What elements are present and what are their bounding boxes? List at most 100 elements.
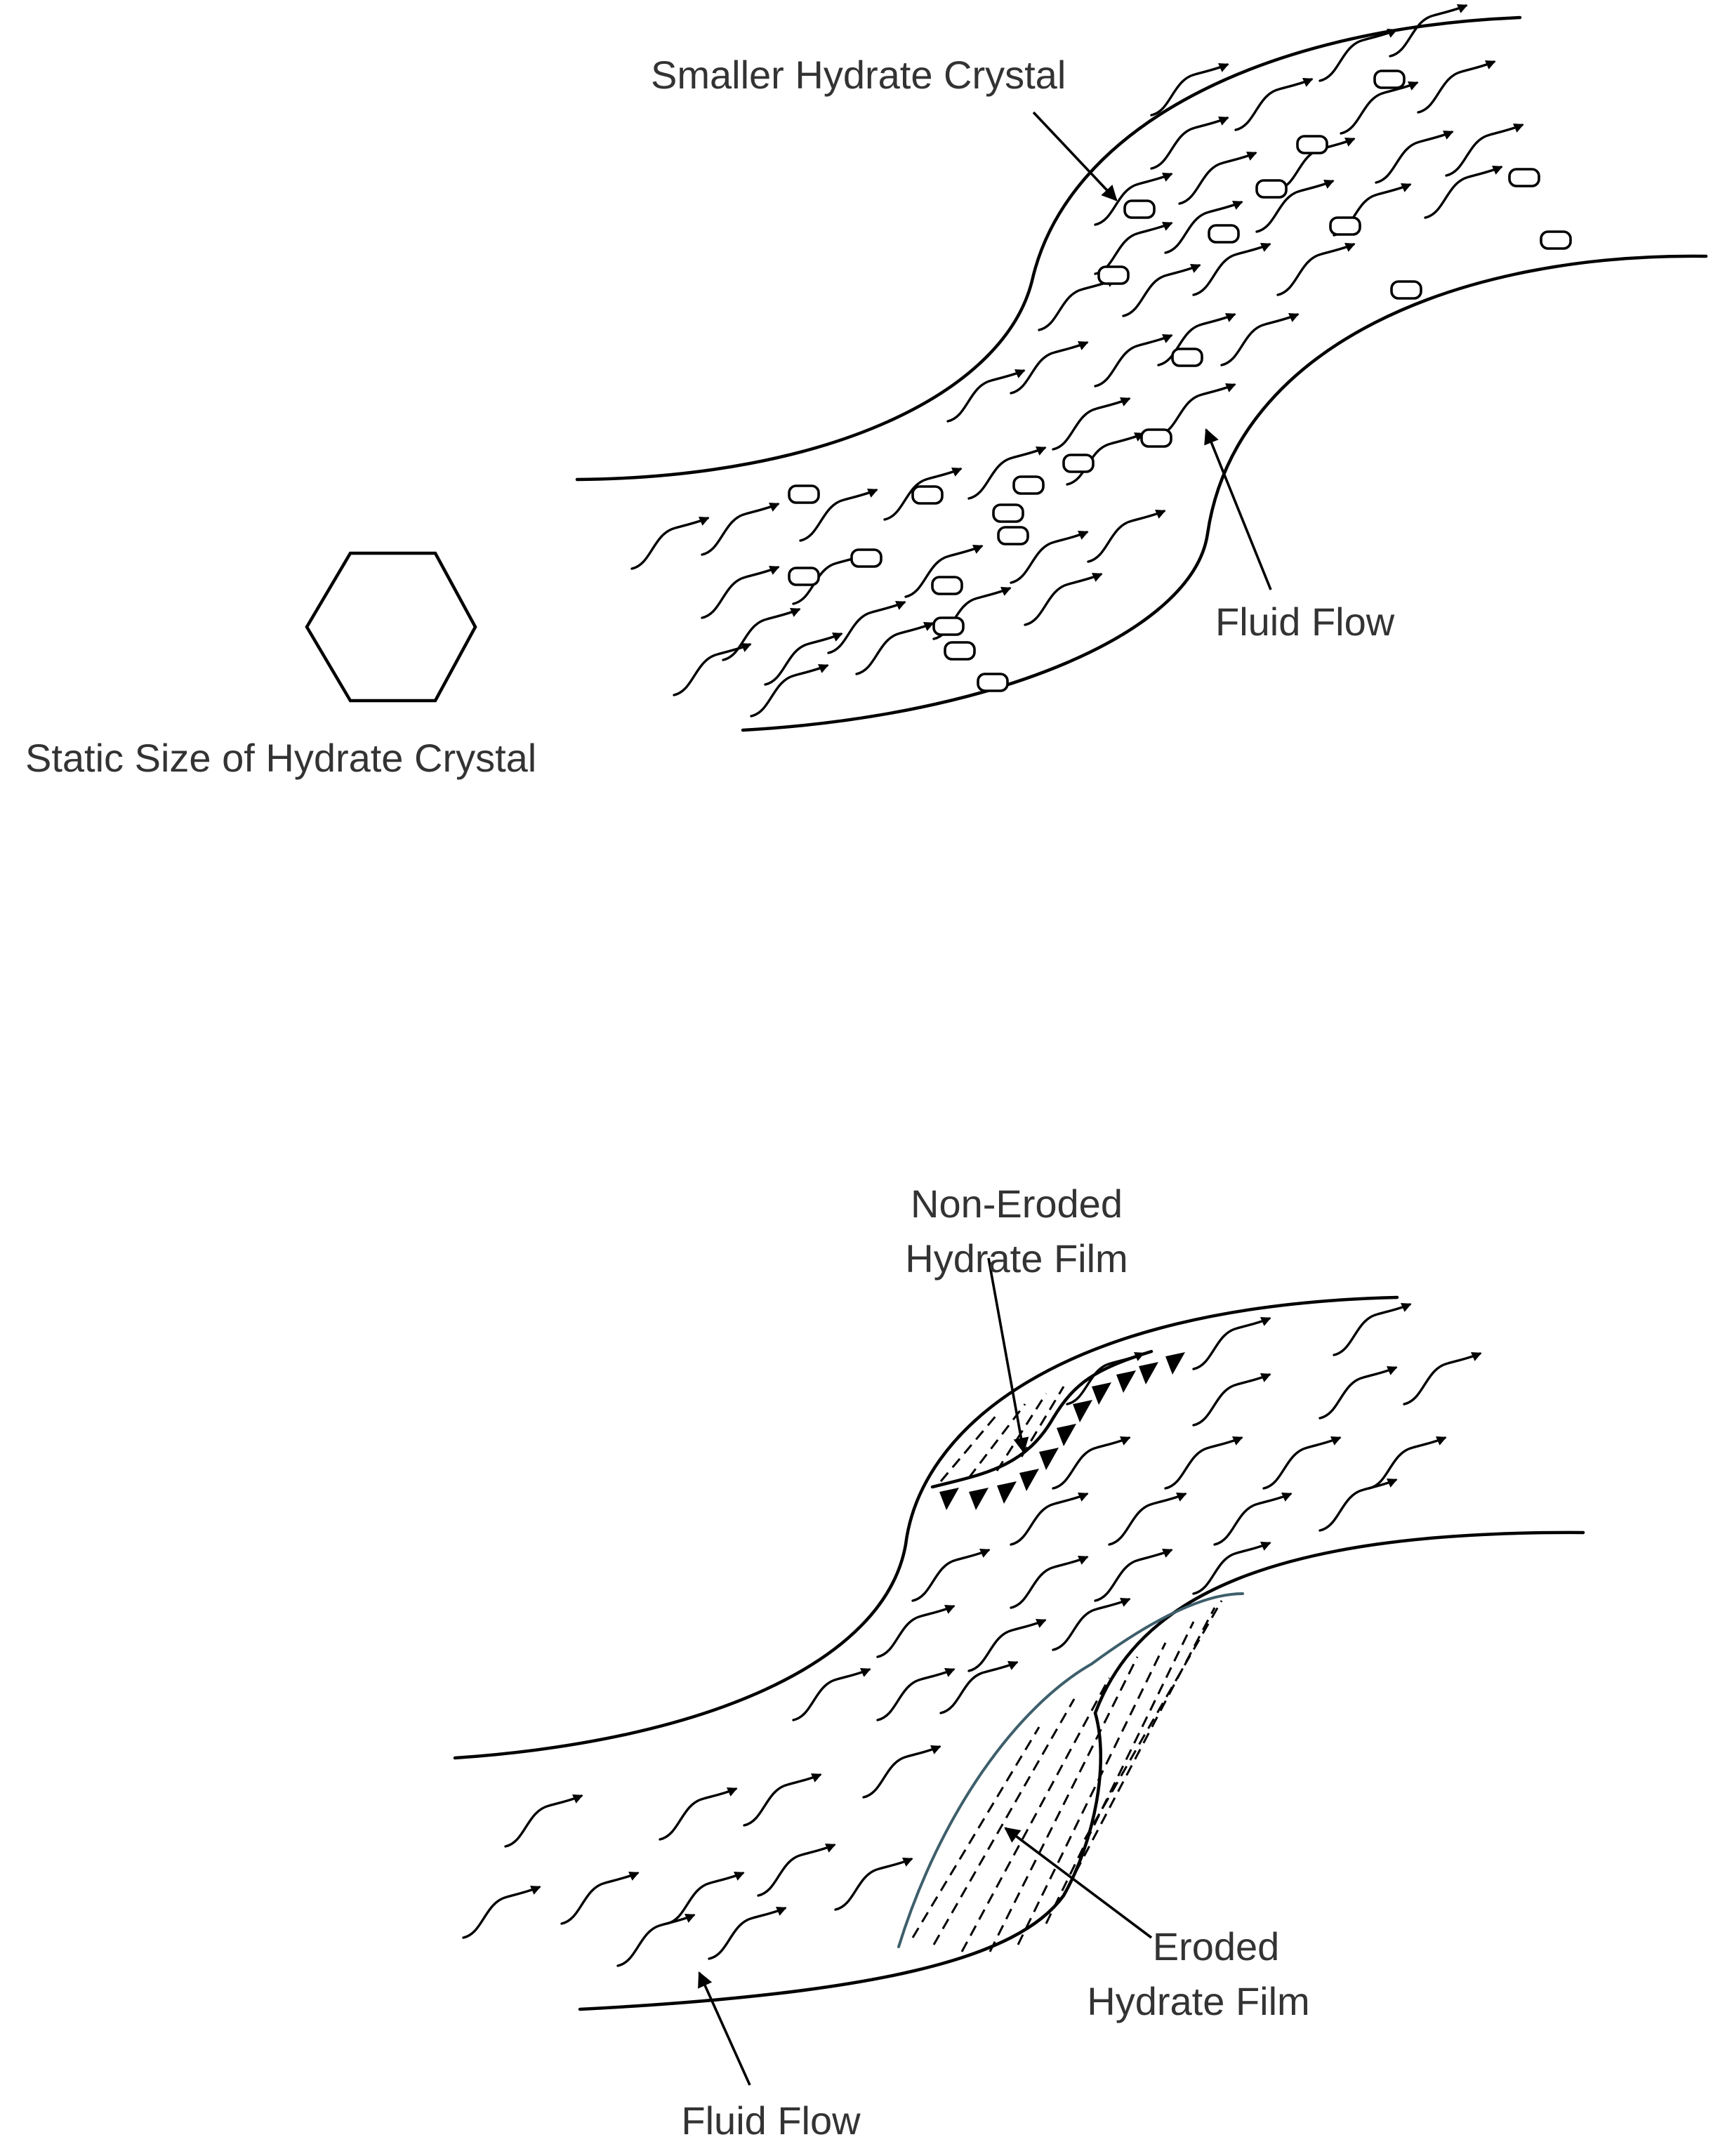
small-hydrate-crystal	[788, 484, 820, 504]
hatch-line	[1017, 1642, 1167, 1945]
eroded-film-label-line2: Hydrate Film	[1087, 1979, 1309, 2023]
small-hydrate-crystal	[1140, 428, 1172, 448]
hatch-line	[996, 1393, 1047, 1471]
hatch-line	[1083, 1600, 1223, 1840]
flow-arrow	[1213, 1492, 1293, 1546]
flow-arrow	[1318, 1478, 1398, 1532]
film-tooth	[1039, 1448, 1059, 1470]
flow-arrow	[876, 1667, 956, 1721]
small-hydrate-crystal	[1390, 280, 1422, 300]
eroded-film-leader-arrow	[1004, 1827, 1153, 1939]
small-hydrate-crystal	[932, 616, 965, 636]
flow-arrow	[1234, 77, 1314, 131]
static-hydrate-crystal-hexagon	[305, 551, 477, 703]
flow-arrow	[560, 1871, 640, 1925]
flow-arrow	[1052, 1597, 1131, 1651]
flow-arrow	[1052, 1436, 1131, 1490]
top-flow-arrows	[630, 4, 1524, 717]
eroded-film-label-line1: Eroded	[1153, 1924, 1280, 1969]
flow-arrow	[1262, 1436, 1342, 1490]
flow-arrow	[1157, 312, 1236, 366]
top-fluid-flow-leader-arrow	[1204, 428, 1272, 590]
flow-arrow	[1164, 200, 1243, 254]
small-hydrate-crystal	[1540, 230, 1572, 250]
small-hydrate-crystal	[1123, 199, 1156, 219]
hatch-line	[967, 1403, 1026, 1479]
hatch-line	[932, 1698, 1076, 1945]
flow-arrow	[967, 446, 1047, 500]
small-hydrate-crystal	[992, 503, 1024, 523]
bottom-pipe-lower-wall	[578, 1530, 1585, 2011]
bottom-panel: Non-Eroded Hydrate Film Eroded Hydrate F…	[453, 1182, 1585, 2143]
flow-arrow	[1192, 242, 1271, 296]
flow-arrow	[939, 1660, 1019, 1714]
small-hydrate-crystal	[911, 485, 944, 505]
hatch-line	[989, 1656, 1139, 1952]
top-pipe-upper-wall	[575, 15, 1522, 482]
flow-arrow	[1094, 333, 1173, 388]
flow-arrow	[1403, 1351, 1482, 1406]
flow-arrow	[462, 1885, 541, 1939]
flow-arrow	[799, 488, 878, 542]
film-tooth	[939, 1488, 959, 1510]
small-hydrate-crystal	[1062, 454, 1095, 473]
flow-arrow	[876, 1604, 956, 1658]
flow-arrow	[862, 1745, 941, 1799]
flow-arrow	[827, 600, 906, 654]
flow-arrow	[750, 663, 829, 717]
small-hydrate-crystal	[850, 548, 883, 568]
flow-arrow	[1424, 165, 1503, 219]
flow-arrow	[1340, 81, 1419, 135]
top-panel: Smaller Hydrate Crystal Static Size of H…	[25, 4, 1708, 780]
small-hydrate-crystal	[931, 576, 963, 595]
film-tooth	[997, 1481, 1017, 1504]
flow-arrow	[701, 502, 780, 556]
non-eroded-film-leader-arrow	[987, 1257, 1029, 1454]
film-tooth	[1019, 1469, 1039, 1491]
hatch-line	[1045, 1621, 1195, 1924]
flow-arrow	[967, 1618, 1047, 1672]
hatch-line	[1020, 1386, 1065, 1457]
small-hydrate-crystal	[1329, 216, 1361, 236]
small-hydrate-crystal	[1296, 135, 1328, 154]
flow-arrow	[1024, 572, 1103, 626]
flow-arrow	[911, 1548, 991, 1602]
hatch-line	[911, 1726, 1040, 1938]
film-tooth	[1139, 1362, 1158, 1384]
non-eroded-film-label-line1: Non-Eroded	[911, 1182, 1123, 1226]
small-hydrate-crystal	[788, 567, 820, 586]
smaller-crystal-label: Smaller Hydrate Crystal	[651, 53, 1066, 97]
flow-arrow	[1255, 179, 1335, 233]
small-hydrate-crystal	[997, 526, 1029, 545]
non-eroded-film-interface	[930, 1349, 1154, 1489]
flow-arrow	[1220, 312, 1300, 366]
bottom-flow-arrows	[462, 1302, 1482, 1967]
top-hydrate-crystals	[788, 70, 1572, 692]
small-hydrate-crystal	[944, 641, 976, 661]
flow-arrow	[1010, 530, 1089, 584]
film-tooth	[1092, 1382, 1111, 1405]
film-tooth	[969, 1488, 989, 1510]
flow-arrow	[1094, 172, 1173, 226]
flow-arrow	[630, 516, 710, 570]
film-tooth	[1165, 1352, 1185, 1375]
small-hydrate-crystal	[1255, 179, 1288, 199]
flow-arrow	[1010, 1555, 1089, 1609]
flow-arrow	[1094, 1548, 1173, 1602]
flow-arrow	[504, 1794, 583, 1848]
flow-arrow	[946, 369, 1026, 423]
flow-arrow	[1192, 1541, 1271, 1595]
flow-arrow	[1375, 130, 1454, 184]
film-tooth	[1073, 1400, 1092, 1422]
film-tooth	[1116, 1370, 1136, 1393]
flow-arrow	[1389, 4, 1468, 58]
flow-arrow	[1122, 263, 1201, 317]
eroded-film-boundary	[897, 1592, 1244, 1948]
flow-arrow	[722, 607, 801, 661]
non-eroded-film-teeth	[939, 1352, 1185, 1510]
flow-arrow	[673, 642, 752, 696]
hatch-line	[939, 1414, 998, 1482]
flow-arrow	[1417, 60, 1496, 114]
flow-arrow	[1066, 1351, 1145, 1406]
flow-arrow	[883, 467, 963, 521]
